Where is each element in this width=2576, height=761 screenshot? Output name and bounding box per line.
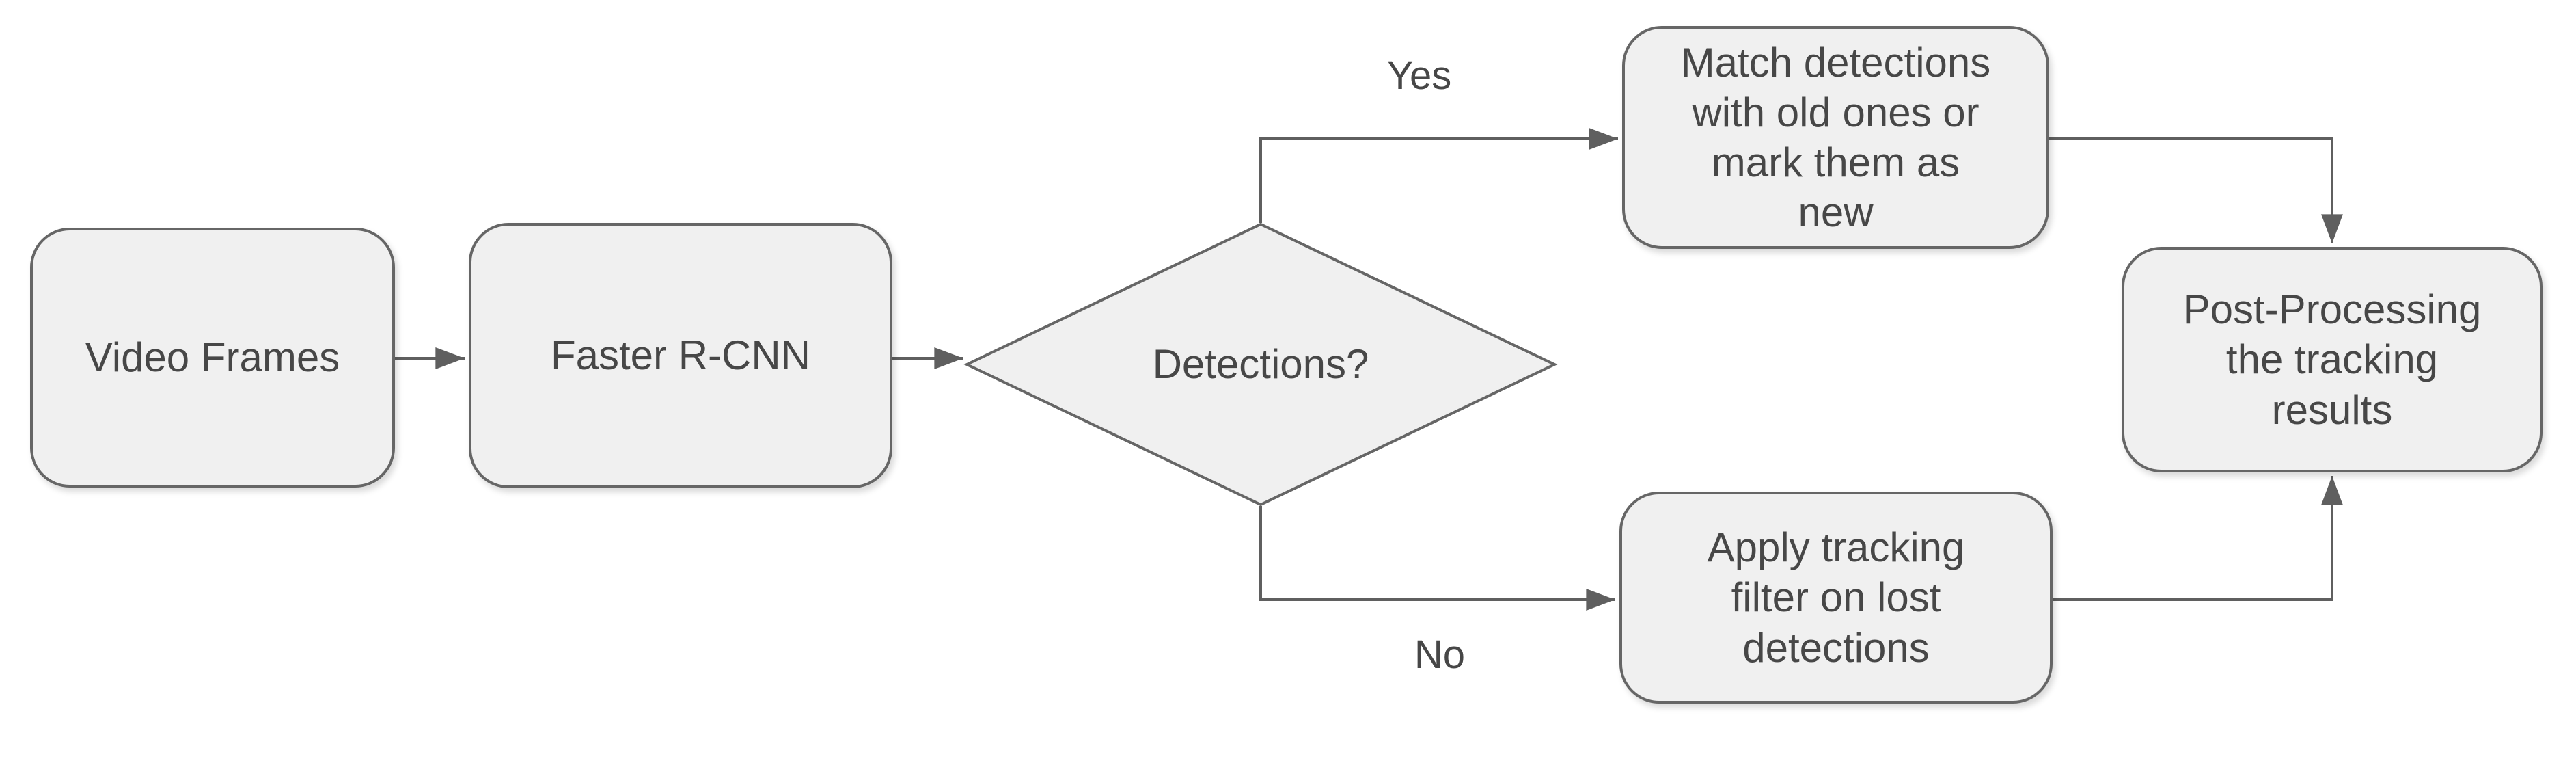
node-detections-label: Detections? <box>1152 341 1369 388</box>
node-faster-rcnn: Faster R-CNN <box>469 223 892 488</box>
node-detections-decision: Detections? <box>1090 327 1431 402</box>
node-faster-rcnn-label: Faster R-CNN <box>550 332 810 379</box>
edge-label-yes: Yes <box>1386 53 1452 98</box>
edge-decision-yes <box>1259 128 1618 223</box>
node-match-detections: Match detections with old ones or mark t… <box>1622 26 2049 249</box>
node-apply-tracking-label: Apply tracking filter on lost detections <box>1707 524 1965 671</box>
node-post-processing: Post-Processing the tracking results <box>2122 247 2543 472</box>
node-post-processing-label: Post-Processing the tracking results <box>2182 286 2482 433</box>
node-video-frames-label: Video Frames <box>85 334 340 381</box>
node-match-detections-label: Match detections with old ones or mark t… <box>1680 39 1991 236</box>
edge-decision-no <box>1259 506 1615 611</box>
edge-label-no: No <box>1414 632 1466 677</box>
node-video-frames: Video Frames <box>30 228 395 488</box>
decision-diamond-shape <box>963 222 1558 507</box>
edge-match-to-post <box>2049 137 2343 244</box>
edge-apply-to-post <box>2053 476 2343 601</box>
node-apply-tracking: Apply tracking filter on lost detections <box>1619 492 2053 704</box>
